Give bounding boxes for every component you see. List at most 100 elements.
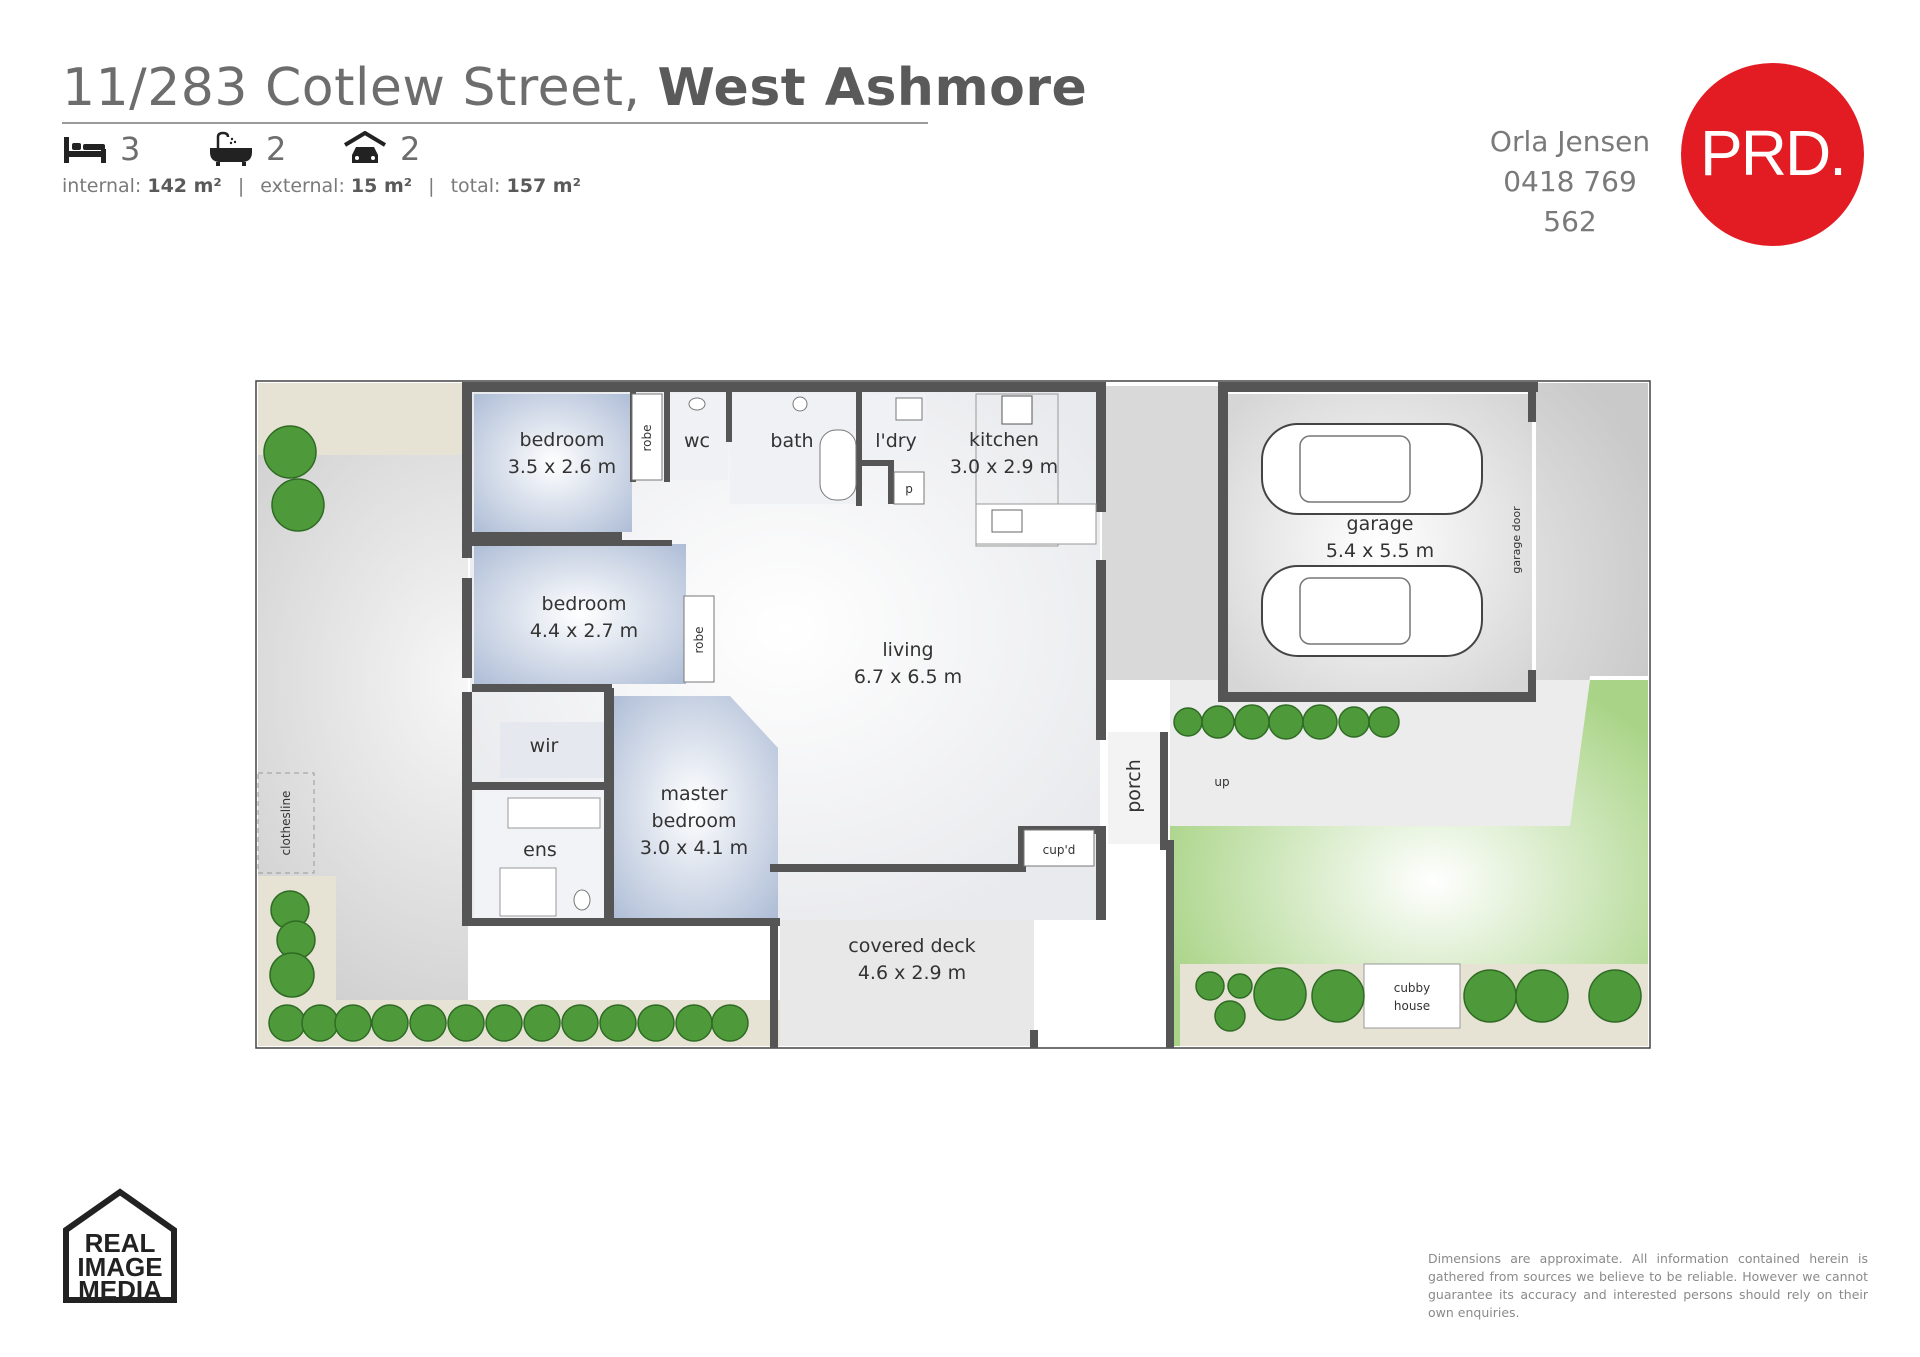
bedroom1-dims: 3.5 x 2.6 m <box>508 456 616 478</box>
master-floor <box>610 696 778 918</box>
tree <box>1338 706 1370 738</box>
carspaces-stat: 2 <box>342 130 420 168</box>
porch-floor <box>1108 732 1168 844</box>
tree <box>1227 973 1253 999</box>
deck-name: covered deck <box>848 935 975 957</box>
real-image-media-logo: REAL IMAGE MEDIA <box>63 1188 177 1305</box>
side-path <box>1102 386 1218 680</box>
external-label: external: <box>260 175 345 197</box>
tree <box>268 1004 306 1042</box>
bedroom2-name: bedroom <box>542 593 627 615</box>
master-name-2: bedroom <box>652 810 737 832</box>
tree <box>1368 706 1400 738</box>
bathrooms-count: 2 <box>266 130 287 168</box>
tree <box>409 1004 447 1042</box>
tree <box>675 1004 713 1042</box>
robe1 <box>631 393 663 481</box>
master-name-1: master <box>660 783 727 805</box>
deck-floor <box>780 920 1034 1046</box>
tree <box>1302 704 1338 740</box>
bedroom1-floor <box>474 394 632 532</box>
agent-phone: 0418 769 562 <box>1503 165 1637 238</box>
kitchen-name: kitchen <box>969 429 1039 451</box>
tree <box>271 478 325 532</box>
tree <box>1463 969 1517 1023</box>
garage-door-label: garage door <box>1510 506 1523 574</box>
robe1-label: robe <box>640 424 654 451</box>
bedrooms-stat: 3 <box>62 130 140 168</box>
carspaces-count: 2 <box>400 130 421 168</box>
tree <box>334 1004 372 1042</box>
tree <box>371 1004 409 1042</box>
internal-area: 142 m² <box>147 175 222 197</box>
media-logo-line-3: MEDIA <box>78 1275 162 1305</box>
wc-toilet <box>688 397 706 411</box>
laundry-label: l'dry <box>875 430 917 452</box>
prd-logo-text: PRD. <box>1700 117 1847 189</box>
ensuite-toilet <box>573 889 591 911</box>
wir-label: wir <box>530 735 559 757</box>
pantry-label: p <box>905 482 913 496</box>
tree <box>523 1004 561 1042</box>
disclaimer: Dimensions are approximate. All informat… <box>1428 1251 1868 1320</box>
garage-dims: 5.4 x 5.5 m <box>1326 540 1434 562</box>
ensuite-shower <box>499 867 557 917</box>
property-address: 11/283 Cotlew Street, West Ashmore <box>62 58 1087 118</box>
tree <box>1201 705 1235 739</box>
tree <box>1214 1000 1246 1032</box>
laundry-tub <box>895 397 923 421</box>
agent-contact: Orla Jensen 0418 769 562 <box>1480 122 1660 242</box>
title-underline <box>62 122 928 124</box>
left-yard <box>258 383 780 1046</box>
porch-label: porch <box>1123 759 1145 813</box>
bedroom2-floor <box>474 544 686 684</box>
kitchen-bench <box>975 393 1059 547</box>
tree <box>711 1004 749 1042</box>
tree <box>1268 704 1304 740</box>
clothesline-label: clothesline <box>279 791 293 856</box>
robe2-label: robe <box>692 626 706 653</box>
street-address: 11/283 Cotlew Street, <box>62 58 641 118</box>
media-logo-line-1: REAL <box>85 1228 156 1258</box>
tree <box>599 1004 637 1042</box>
tree <box>561 1004 599 1042</box>
bedroom2-dims: 4.4 x 2.7 m <box>530 620 638 642</box>
tree <box>1253 967 1307 1021</box>
ensuite-vanity <box>507 797 601 829</box>
prd-logo: PRD. <box>1681 63 1864 246</box>
bath-icon <box>210 131 252 166</box>
tree <box>301 1004 339 1042</box>
bedrooms-count: 3 <box>120 130 141 168</box>
clothesline-area <box>257 772 315 874</box>
kitchen-dims: 3.0 x 2.9 m <box>950 456 1058 478</box>
external-area: 15 m² <box>350 175 413 197</box>
cubby-label-1: cubby <box>1394 981 1431 995</box>
tree <box>1588 969 1642 1023</box>
pantry <box>893 471 925 505</box>
cupboard <box>1023 829 1095 867</box>
cupd-label: cup'd <box>1043 843 1076 857</box>
robe2 <box>683 595 715 683</box>
tree <box>263 425 317 479</box>
car-1 <box>1261 423 1483 515</box>
wc-label: wc <box>684 430 710 452</box>
living-dims: 6.7 x 6.5 m <box>854 666 962 688</box>
agent-name: Orla Jensen <box>1489 125 1651 158</box>
kitchen-sink <box>991 509 1023 533</box>
tree <box>1195 971 1225 1001</box>
cooktop <box>1001 395 1033 425</box>
tree <box>447 1004 485 1042</box>
garage-car-icon <box>343 131 387 163</box>
bathtub <box>819 429 857 501</box>
garage-name: garage <box>1347 513 1414 535</box>
ens-label: ens <box>523 839 557 861</box>
tree <box>637 1004 675 1042</box>
tree <box>1173 707 1203 737</box>
bath-basin <box>792 396 808 412</box>
deck-dims: 4.6 x 2.9 m <box>858 962 966 984</box>
tree <box>269 952 315 998</box>
area-summary: internal: 142 m² | external: 15 m² | tot… <box>62 175 581 197</box>
total-label: total: <box>450 175 501 197</box>
internal-label: internal: <box>62 175 142 197</box>
